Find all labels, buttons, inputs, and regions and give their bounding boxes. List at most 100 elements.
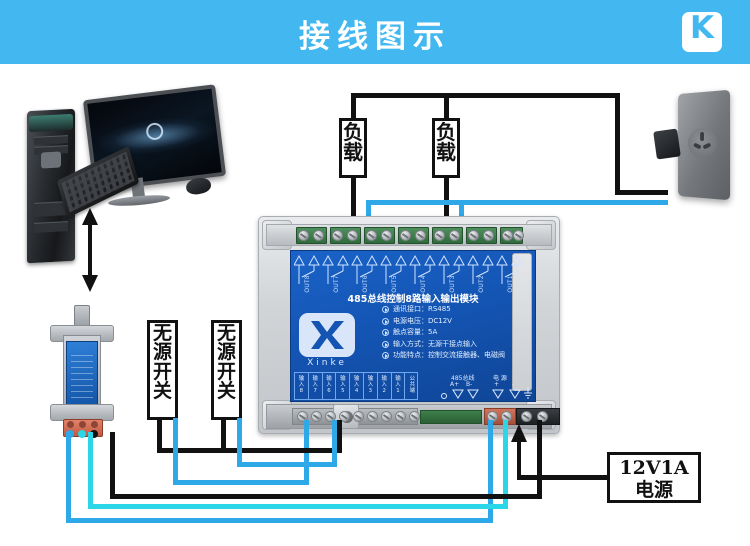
bullet-icon [382,329,389,336]
brand-name-label: Xinke [293,358,361,368]
wire-converter-gnd-h [110,494,542,499]
page-header: 接线图示 K [0,0,750,64]
input-cell: 输入8 [295,373,309,399]
power-supply-arrow-icon [509,424,529,480]
terminal-screw [347,230,358,241]
wire-switch2-right-h [237,462,337,467]
output-label-out4: OUT4 [410,254,438,294]
brand-logo-letter: K [682,10,722,46]
ac-wall-socket [678,90,730,201]
output-label-out7: OUT7 [323,254,351,294]
wire-switch1-left [157,418,162,452]
output-label-out2: OUT2 [468,254,496,294]
wire-load2-top [444,93,449,120]
passive-switch-box-1: 无 源 开 关 [147,320,178,420]
wire-load1-top [351,93,356,120]
input-screw [381,411,392,422]
output-label-out5: OUT5 [381,254,409,294]
output-label-out1: OUT1 [497,254,525,294]
power-supply-rating: 12V1A [610,457,698,479]
input-cell: 输入6 [323,373,337,399]
wire-switch1-right [173,418,178,484]
converter-screw [67,421,74,428]
bullet-icon [382,352,389,359]
wire-converter-b-h [88,504,508,509]
passive-switch-box-2: 无 源 开 关 [211,320,242,420]
page-title: 接线图示 [0,11,750,56]
output-label-out6: OUT6 [352,254,380,294]
bullet-icon [382,341,389,348]
power-supply-box: 12V1A 电源 [607,452,701,503]
socket-slot [693,143,701,150]
input-common-screw [409,411,420,422]
monitor-base [108,193,171,207]
bullet-icon [382,306,389,313]
output-label-out3: OUT3 [439,254,467,294]
switch2-char: 源 [214,343,239,362]
terminal-screw [502,230,513,241]
output-label-out8: OUT8 [294,254,322,294]
spec-row: 功能特点：控制交流接触器、电磁阀 [382,350,532,362]
input-cell: 输入3 [364,373,378,399]
wire-converter-b-down [88,432,93,508]
ac-plug-icon [653,128,681,159]
terminal-screw [483,230,494,241]
brand-logo-box: K [682,12,722,52]
load-box-1: 负载 [339,118,367,178]
wire-switch2-to-in [332,420,337,466]
input-screw [395,411,406,422]
wire-converter-a-down [66,432,71,522]
input-screw [353,411,364,422]
pc-brand-logo-icon [41,151,61,168]
terminal-screw [449,230,460,241]
wire-switch2-right [237,418,242,466]
terminal-screw [298,230,309,241]
terminal-screw [366,230,377,241]
terminal-screw [434,230,445,241]
input-screw [367,411,378,422]
switch2-char: 关 [214,382,239,401]
spec-row: 电源电压：DC12V [382,316,532,328]
terminal-screw [468,230,479,241]
load-box-1-label: 负载 [342,122,364,163]
xinke-logo-icon [299,313,355,357]
input-cell: 输入4 [350,373,364,399]
bidirectional-arrow-icon [80,208,100,292]
pcb-edge [420,410,482,424]
terminal-screw [381,230,392,241]
wire-power-supply-h [517,475,609,480]
converter-label [66,341,98,405]
converter-screw [79,421,86,428]
pc-tower-top [29,114,73,132]
terminal-screw [415,230,426,241]
load-box-2: 负载 [432,118,460,178]
hp-logo-icon [145,122,164,141]
usb-plug-icon [74,305,90,327]
wire-converter-gnd-up [537,420,542,498]
socket-slot [703,142,712,149]
terminal-screw [313,230,324,241]
terminal-screw [400,230,411,241]
pc-drive-bay [34,135,68,145]
wire-switch2-left [221,418,226,452]
input-cell: 输入7 [309,373,323,399]
input-cell: 输入2 [378,373,392,399]
converter-label-text [71,350,93,398]
spec-row: 触点容量：5A [382,327,532,339]
power-plus-screw [521,411,532,422]
spec-row: 通讯接口：RS485 [382,304,532,316]
bullet-icon [382,318,389,325]
input-cell: 输入5 [336,373,350,399]
input-screw [311,411,322,422]
module-plate-title: 485总线控制8路输入输出模块 [290,291,536,305]
load-box-2-label: 负载 [435,122,457,163]
input-label-strip: 输入8 输入7 输入6 输入5 输入4 输入3 输入2 输入1 公共端 [294,372,418,400]
input-cell-common: 公共端 [405,373,419,399]
converter-screw [91,421,98,428]
socket-face [688,128,717,159]
wire-mains-to-plug [615,190,668,195]
wire-converter-gnd-down [110,432,115,498]
wire-out-common-bus [366,200,668,205]
terminal-screw [332,230,343,241]
